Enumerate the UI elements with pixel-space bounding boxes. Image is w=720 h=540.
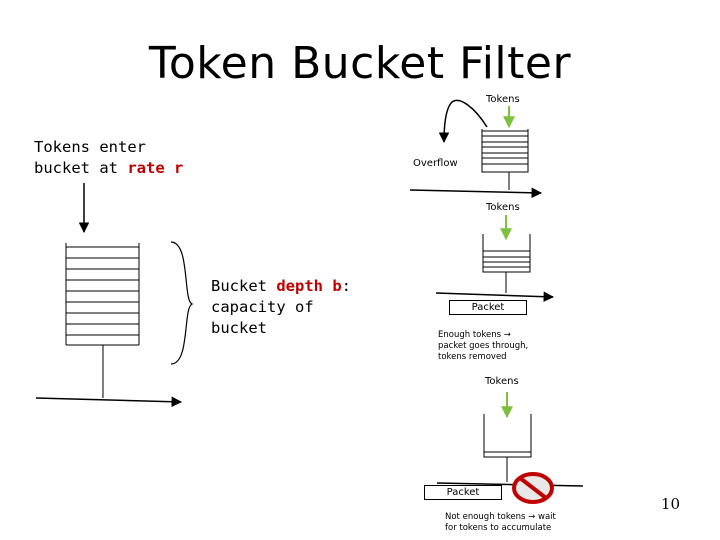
depth-label-line3: bucket (211, 319, 267, 337)
tokens-label: Tokens (486, 94, 520, 105)
rate-highlight: rate r (127, 159, 184, 177)
small-bucket-overflow (481, 129, 529, 173)
small-bucket-wait (483, 414, 532, 458)
wait-caption: Not enough tokens → wait for tokens to a… (445, 512, 556, 533)
page-number: 10 (661, 495, 681, 513)
depth-bracket (170, 241, 194, 365)
depth-highlight: depth b (276, 277, 342, 295)
tokens-label: Tokens (486, 202, 520, 213)
output-link-arrow (35, 396, 183, 407)
link-arrow-overflow (409, 187, 543, 199)
overflow-arrow (438, 99, 488, 144)
depth-label: Bucket depth b: capacity of bucket (211, 276, 351, 339)
depth-label-line2: capacity of (211, 298, 314, 316)
tokens-label: Tokens (485, 376, 519, 387)
depth-label-line1: Bucket depth b: (211, 277, 351, 295)
packet-box: Packet (424, 485, 502, 500)
token-stack (66, 246, 139, 336)
rate-label: Tokens enter bucket at rate r (34, 137, 183, 179)
rate-label-line2: bucket at rate r (34, 159, 184, 177)
rate-label-line1: Tokens enter (34, 138, 146, 156)
packet-box: Packet (449, 300, 527, 315)
pass-caption: Enough tokens → packet goes through, tok… (438, 330, 529, 362)
large-bucket (65, 243, 140, 346)
small-bucket-pass (482, 234, 531, 273)
overflow-label: Overflow (413, 158, 458, 169)
link-line-wait (436, 482, 584, 487)
stop-sign-icon (512, 472, 554, 504)
page-title: Token Bucket Filter (148, 38, 572, 89)
link-arrow-pass (435, 291, 555, 302)
